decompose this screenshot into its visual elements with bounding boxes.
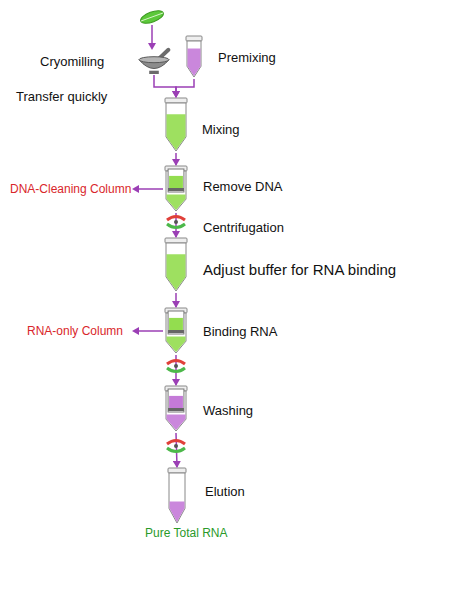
leaf-icon [139, 8, 165, 26]
mixing-tube [165, 98, 187, 152]
step-label: Mixing [202, 123, 240, 136]
step-label: Elution [205, 485, 245, 498]
premix-tube [186, 36, 202, 78]
centrifuge-icon [167, 217, 185, 228]
tube-liquid [167, 415, 186, 430]
step-node: Adjust buffer for RNA binding [165, 238, 187, 292]
column-insert [168, 389, 184, 412]
step-note: Centrifugation [203, 221, 284, 234]
column-insert [168, 311, 184, 334]
step-node: Washing [165, 386, 187, 432]
side-arrow [132, 185, 163, 193]
tube-liquid [167, 114, 186, 150]
result-label: Pure Total RNA [145, 527, 227, 539]
centrifuge-icon [167, 441, 185, 452]
tube-cap [165, 98, 187, 103]
centrifuge-icon [167, 361, 185, 372]
tube-body [169, 473, 185, 523]
tube-liquid [167, 337, 186, 352]
tube-cap [165, 238, 187, 243]
leaf-arrow [148, 25, 156, 50]
wash-column [165, 386, 187, 432]
step-label: Remove DNA [203, 180, 282, 193]
mortar-rim [139, 57, 169, 63]
column-liquid [169, 176, 183, 189]
step-node: Remove DNA [165, 166, 187, 212]
flow-arrow [154, 75, 176, 97]
side-arrow [132, 327, 163, 335]
tube-liquid [167, 254, 186, 290]
column-liquid [169, 318, 183, 331]
tube-liquid [188, 49, 201, 76]
step-label: Adjust buffer for RNA binding [203, 262, 396, 277]
column-liquid [169, 396, 183, 409]
flow-arrow [175, 293, 177, 307]
tube-liquid [167, 195, 186, 210]
mortar-foot [149, 71, 159, 74]
column-label: RNA-only Column [27, 325, 123, 337]
column-membrane [168, 408, 184, 411]
tube-cap [168, 468, 186, 473]
step-node: Cryomilling [138, 52, 170, 74]
tube-body [166, 103, 186, 151]
column-label: DNA-Cleaning Column [10, 183, 131, 195]
elution-tube [168, 468, 186, 524]
flow-arrow [176, 79, 194, 97]
column-insert [168, 169, 184, 192]
tube-liquid [170, 502, 185, 522]
step-node: Premixing [186, 36, 202, 78]
step-node: Binding RNA [165, 308, 187, 354]
step-note: Transfer quickly [16, 90, 107, 103]
flow-arrow [175, 153, 177, 165]
step-label: Cryomilling [40, 55, 104, 68]
step-node: Elution [168, 468, 186, 524]
column-membrane [168, 330, 184, 333]
binding-buffer-tube [165, 238, 187, 292]
tube-cap [186, 36, 202, 41]
step-label: Washing [203, 404, 253, 417]
mortar-icon [138, 52, 170, 74]
step-node: Mixing [165, 98, 187, 152]
dna-column [165, 166, 187, 212]
rna-column [165, 308, 187, 354]
step-label: Premixing [218, 51, 276, 64]
step-label: Binding RNA [203, 325, 277, 338]
tube-body [187, 41, 201, 77]
tube-body [166, 243, 186, 291]
column-membrane [168, 188, 184, 191]
